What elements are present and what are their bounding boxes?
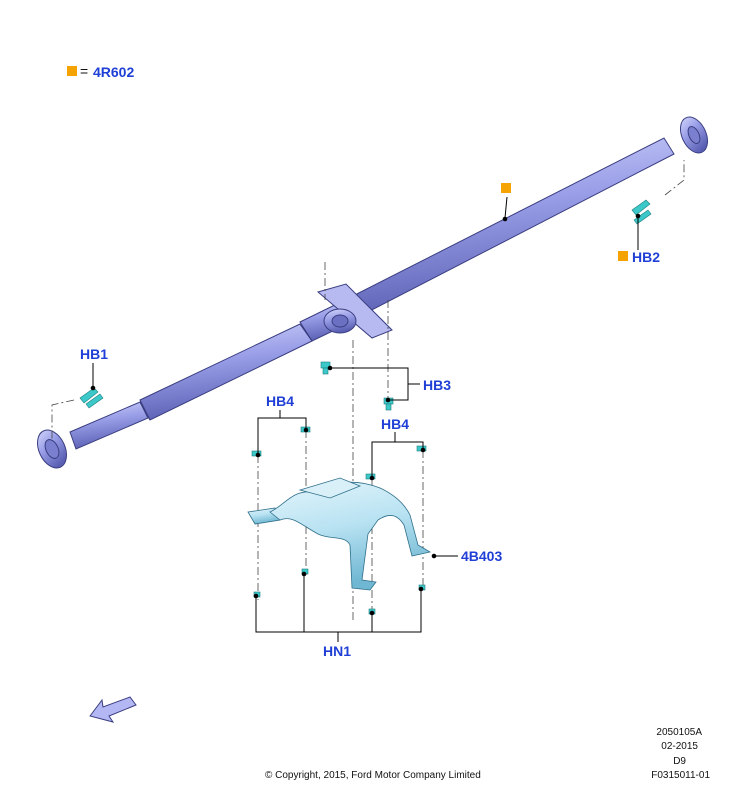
bracket-body — [269, 481, 432, 591]
rear-flange-inner — [687, 126, 701, 144]
leader-dots — [90, 213, 641, 616]
shaft-front-neck — [69, 401, 149, 450]
leader-lines — [92, 196, 639, 642]
legend-part-number: 4R602 — [93, 64, 134, 80]
callout-hb4-left: HB4 — [266, 393, 294, 409]
callout-hb3: HB3 — [423, 377, 451, 393]
callout-hb1: HB1 — [80, 346, 108, 362]
shaft-support-bracket — [247, 477, 432, 591]
assembly-centerlines — [51, 160, 685, 620]
callout-hb2: HB2 — [632, 249, 660, 265]
drive-shaft — [36, 116, 709, 469]
legend: = 4R602 — [67, 63, 134, 80]
shaft-rear-tube — [344, 137, 675, 317]
shaft-joint-ring — [299, 323, 313, 342]
footer-figure-id: F0315011-01 — [651, 770, 710, 781]
part-marker-4r602-hb2 — [618, 251, 628, 261]
center-bearing-inner — [331, 314, 349, 328]
front-direction-arrow-icon — [89, 696, 137, 723]
shaft-joint-ring — [139, 401, 151, 421]
footer-copyright: © Copyright, 2015, Ford Motor Company Li… — [265, 770, 481, 781]
bolt-hb3-upper — [320, 361, 331, 375]
footer-variant: D9 — [673, 756, 686, 767]
footer-date: 02-2015 — [661, 741, 698, 752]
part-marker-4r602-shaft — [501, 183, 511, 193]
bolt-hb2 — [631, 199, 652, 225]
bolt-hb1 — [79, 387, 104, 409]
footer-ref-code: 2050105A — [656, 727, 702, 738]
legend-marker-square — [67, 66, 77, 76]
callout-hn1: HN1 — [323, 643, 351, 659]
callout-bracket: 4B403 — [461, 548, 502, 564]
callout-hb4-right: HB4 — [381, 416, 409, 432]
front-flange-inner — [44, 439, 60, 459]
bracket-top-plate — [298, 477, 362, 499]
legend-equals: = — [80, 63, 88, 79]
